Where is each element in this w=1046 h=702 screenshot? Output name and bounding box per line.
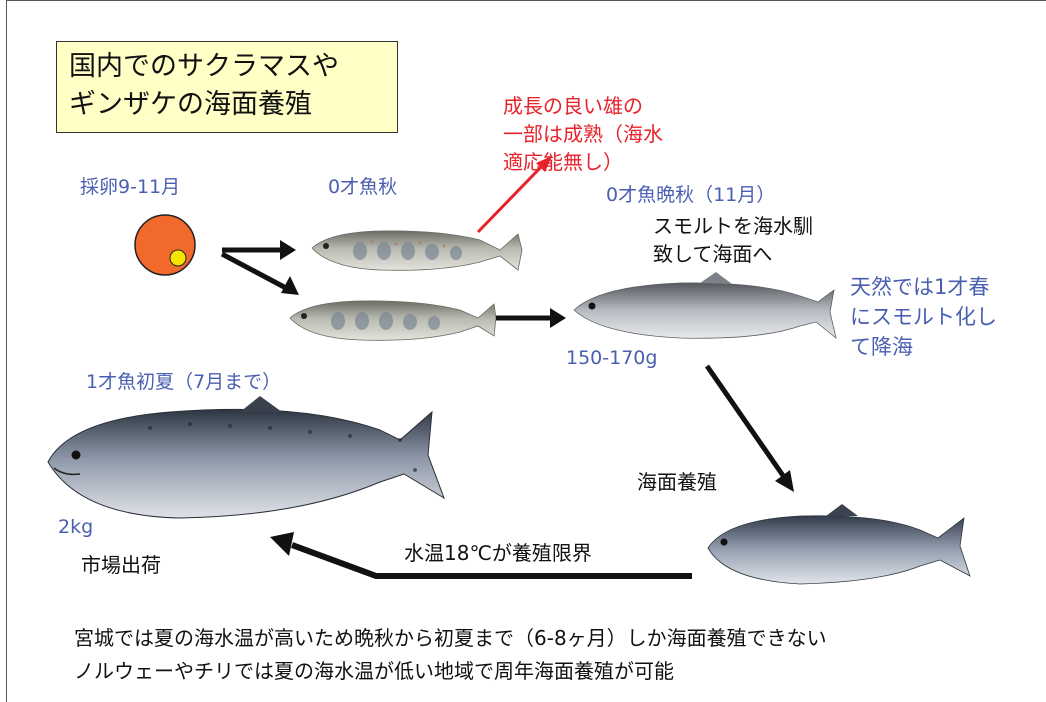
title-line-2: ギンザケの海面養殖: [69, 89, 312, 120]
age0-late-autumn-label: 0才魚晩秋（11月）: [606, 184, 776, 206]
parr-fish-upper: [311, 230, 523, 271]
title-box: 国内でのサクラマスや ギンザケの海面養殖: [56, 41, 398, 133]
wild-note-line-3: て降海: [850, 335, 913, 359]
footer-line-2: ノルウェーやチリでは夏の海水温が低い地域で周年海面養殖が可能: [74, 659, 674, 683]
smolt-note-line-1: スモルトを海水馴: [653, 214, 813, 238]
footer-line-1: 宮城では夏の海水温が高いため晩秋から初夏まで（6-8ヶ月）しか海面養殖できない: [74, 626, 827, 650]
adult-weight-label: 2kg: [58, 516, 94, 538]
parr-fish-lower: [289, 300, 497, 341]
wild-note-line-1: 天然では1才春: [850, 275, 990, 299]
arrow-culture-to-market: [270, 532, 692, 579]
arrow-smolt-to-culture: [704, 364, 794, 492]
wild-note-line-2: にスモルト化し: [850, 305, 997, 329]
temp-limit-label: 水温18℃が養殖限界: [404, 541, 592, 565]
age0-autumn-label: 0才魚秋: [328, 176, 398, 198]
footer-note: 宮城では夏の海水温が高いため晩秋から初夏まで（6-8ヶ月）しか海面養殖できない …: [74, 622, 827, 688]
mature-note-line-1: 成長の良い雄の: [503, 94, 643, 118]
smolt-fish: [573, 272, 837, 340]
egg-icon: [134, 214, 196, 276]
age1-label: 1才魚初夏（7月まで）: [86, 371, 282, 393]
arrow-egg-to-parr-upper: [222, 240, 296, 260]
arrow-parr-to-smolt: [496, 308, 566, 328]
smolt-note: スモルトを海水馴 致して海面へ: [653, 212, 813, 268]
smolt-note-line-2: 致して海面へ: [653, 242, 773, 266]
smolt-weight-label: 150-170g: [566, 347, 658, 369]
slide-border-left: [6, 0, 7, 702]
mature-note: 成長の良い雄の 一部は成熟（海水 適応能無し）: [503, 92, 663, 176]
arrow-egg-to-parr-lower: [220, 251, 299, 295]
adult-fish: [47, 396, 445, 519]
sea-culture-label: 海面養殖: [637, 470, 717, 494]
wild-note: 天然では1才春 にスモルト化し て降海: [850, 272, 997, 362]
egg-label: 採卵9-11月: [80, 176, 181, 198]
cultured-fish: [707, 504, 971, 585]
market-label: 市場出荷: [81, 553, 161, 577]
title-line-1: 国内でのサクラマスや: [69, 51, 339, 82]
slide-border-top: [6, 0, 1046, 1]
mature-note-line-3: 適応能無し）: [503, 150, 623, 174]
arrow-mature-red: [476, 156, 552, 234]
mature-note-line-2: 一部は成熟（海水: [503, 122, 663, 146]
